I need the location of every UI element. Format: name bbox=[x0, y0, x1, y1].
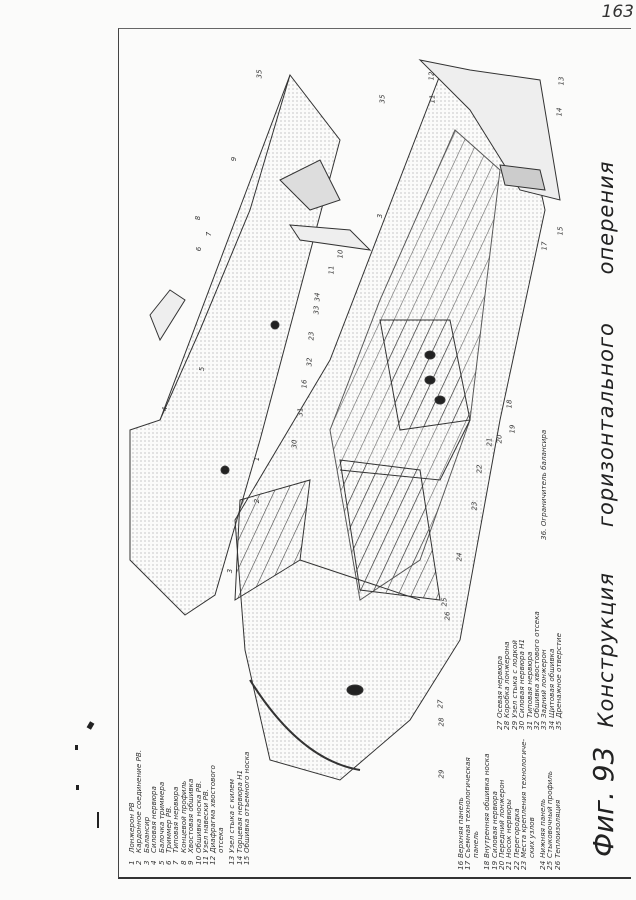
callout: 8 bbox=[194, 215, 203, 221]
callout: 20 bbox=[495, 434, 504, 444]
callout: 23 bbox=[470, 501, 479, 511]
callout: 26 bbox=[443, 611, 452, 621]
trim-tab bbox=[149, 289, 186, 342]
callout: 16 bbox=[300, 379, 309, 389]
callout: 30 bbox=[290, 439, 299, 449]
callout: 15 bbox=[556, 226, 565, 236]
callout: 17 bbox=[540, 241, 549, 251]
callout: 21 bbox=[485, 437, 494, 447]
callout: 29 bbox=[437, 769, 446, 779]
leading-edge bbox=[418, 59, 561, 201]
legend-column-3: 27Осевая нервюра 28Коробка лонжерона 29У… bbox=[495, 611, 564, 730]
page-number: 163 bbox=[601, 2, 634, 22]
callout: 11 bbox=[428, 94, 437, 104]
callout: 14 bbox=[555, 107, 564, 117]
callout: 10 bbox=[336, 249, 345, 259]
caption-title-1: Конструкция bbox=[594, 572, 618, 728]
callout: 4 bbox=[161, 406, 170, 412]
callout: 23 bbox=[307, 331, 316, 341]
callout: 27 bbox=[436, 699, 445, 709]
figure-frame bbox=[118, 28, 631, 879]
callout: 24 bbox=[455, 552, 464, 562]
callout: 19 bbox=[508, 424, 517, 434]
balance-horn bbox=[279, 159, 341, 211]
figure-number: Фиг. 93 bbox=[587, 746, 620, 857]
callout: 28 bbox=[437, 717, 446, 727]
callout: 18 bbox=[505, 399, 514, 409]
callout: 6 bbox=[195, 246, 204, 252]
callout: 11 bbox=[327, 265, 336, 275]
callout: 25 bbox=[440, 597, 449, 607]
callout: 31 bbox=[296, 407, 305, 417]
callout: 35 bbox=[378, 94, 387, 104]
callout: 9 bbox=[230, 156, 239, 162]
callout: 2 bbox=[253, 498, 262, 504]
callout: 5 bbox=[198, 366, 207, 372]
callout: 3 bbox=[226, 568, 235, 574]
callout: 13 bbox=[557, 76, 566, 86]
callout: 7 bbox=[205, 231, 214, 237]
figure-caption: Фиг. 93 Конструкция горизонтального опер… bbox=[582, 161, 630, 865]
callout: 3 bbox=[376, 213, 385, 219]
callout: 34 bbox=[313, 292, 322, 302]
caption-title-2: горизонтального оперения bbox=[594, 160, 618, 528]
elevator bbox=[129, 73, 341, 616]
note-balance-limiter: 36. Ограничитель балансира bbox=[539, 429, 548, 540]
legend-column-1: 1Лонжерон РВ 2Кардонное соединение РВ. 3… bbox=[127, 749, 252, 865]
callout: 22 bbox=[475, 464, 484, 474]
callout: 1 bbox=[253, 456, 262, 462]
callout: 35 bbox=[255, 69, 264, 79]
callout: 32 bbox=[305, 357, 314, 367]
callout: 33 bbox=[312, 305, 321, 315]
callout: 12 bbox=[427, 71, 436, 81]
